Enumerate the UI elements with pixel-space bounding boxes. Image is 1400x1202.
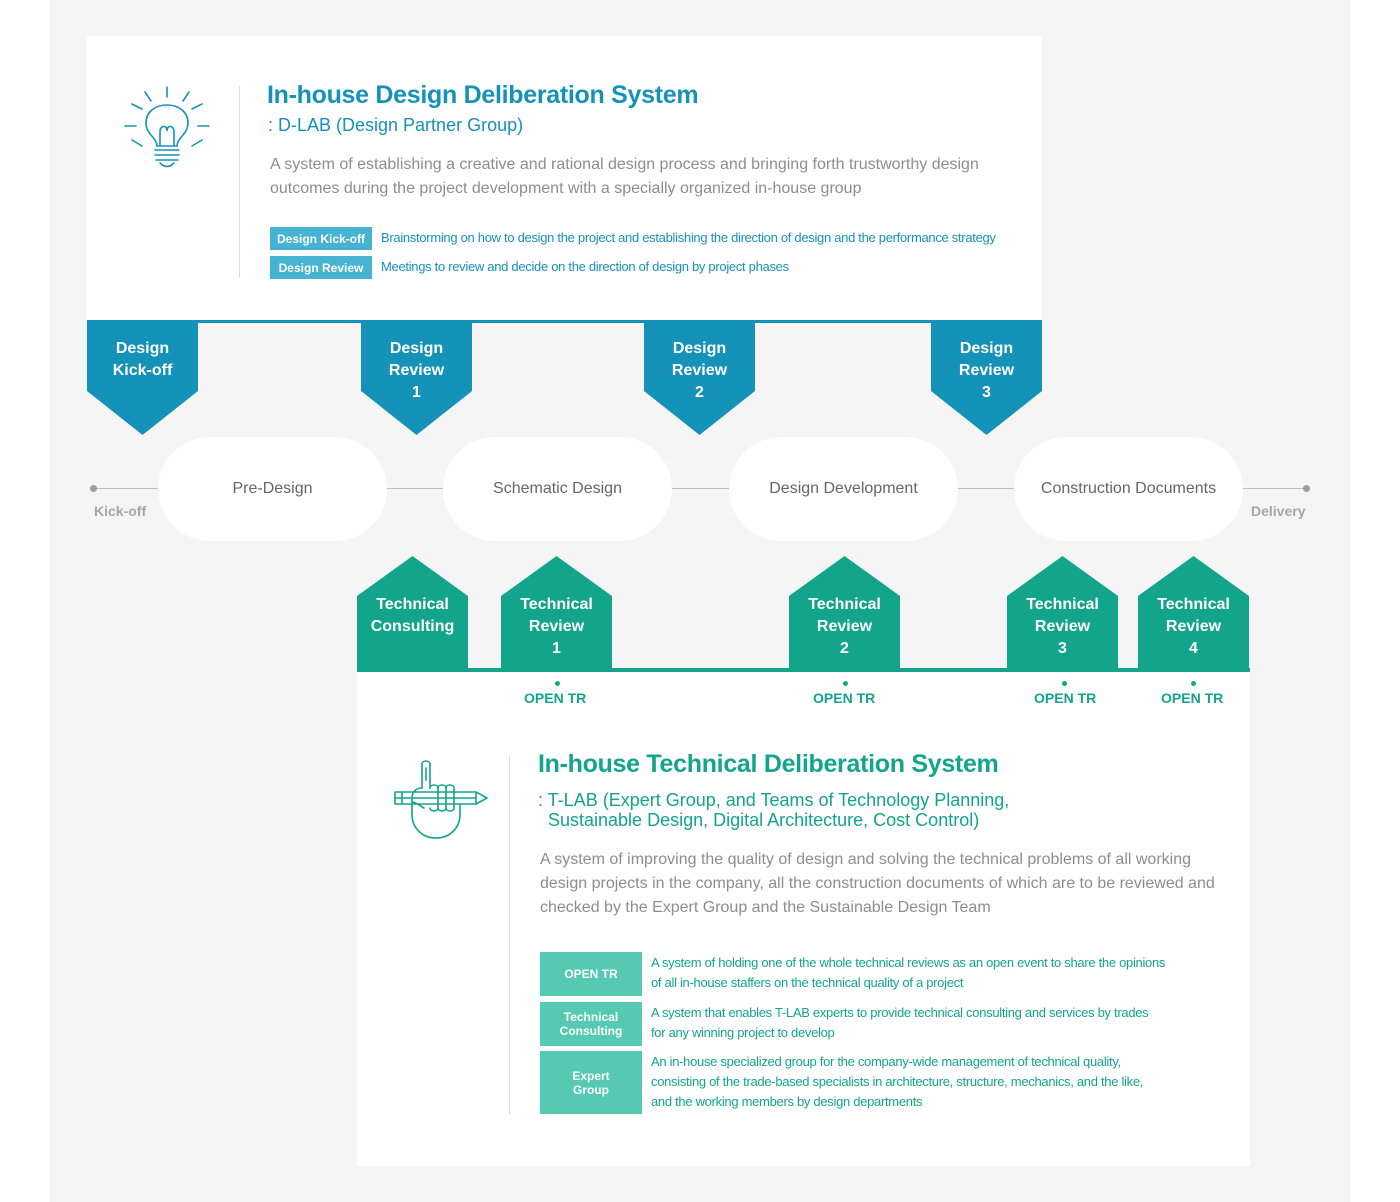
milestone-technical-review-2: Technical Review 2: [789, 556, 900, 672]
technical-system-subtitle: : T-LAB (Expert Group, and Teams of Tech…: [538, 790, 1010, 830]
open-tr-dot: [1062, 681, 1067, 686]
milestone-technical-review-4: Technical Review 4: [1138, 556, 1249, 672]
tag-technical-consulting-text: A system that enables T-LAB experts to p…: [651, 1005, 1149, 1040]
milestone-label: Design Kick-off: [112, 340, 173, 379]
milestone-design-kickoff: Design Kick-off: [87, 320, 198, 436]
design-system-title: In-house Design Deliberation System: [267, 81, 699, 109]
technical-system-title: In-house Technical Deliberation System: [538, 750, 999, 778]
design-system-description: A system of establishing a creative and …: [270, 156, 979, 197]
tag-open-tr: OPEN TR: [540, 952, 642, 996]
milestone-label: Technical Review 4: [1157, 596, 1230, 657]
technical-system-panel: [357, 672, 1250, 1166]
lightbulb-icon: [124, 86, 210, 168]
open-tr-label: OPEN TR: [1034, 690, 1097, 706]
open-tr-dot: [843, 681, 848, 686]
milestone-technical-review-3: Technical Review 3: [1007, 556, 1118, 672]
design-system-subtitle: : D-LAB (Design Partner Group): [268, 115, 524, 135]
open-tr-dot: [555, 681, 560, 686]
tag-open-tr-text: A system of holding one of the whole tec…: [651, 955, 1166, 990]
milestone-label: Design Review 3: [958, 340, 1015, 401]
tag-expert-group-text: An in-house specialized group for the co…: [651, 1054, 1144, 1109]
open-tr-dot: [1191, 681, 1196, 686]
open-tr-label: OPEN TR: [1161, 690, 1224, 706]
milestone-label: Technical Review 3: [1026, 596, 1099, 657]
phase-construction-documents: Construction Documents: [1014, 437, 1243, 541]
timeline-end-label: Delivery: [1251, 503, 1306, 519]
tag-expert-group: Expert Group: [540, 1051, 642, 1114]
milestone-technical-review-1: Technical Review 1: [501, 556, 612, 672]
tag-technical-consulting: Technical Consulting: [540, 1002, 642, 1046]
milestone-label: Technical Review 2: [808, 596, 881, 657]
milestone-label: Design Review 2: [671, 340, 728, 401]
timeline-start-label: Kick-off: [94, 503, 147, 519]
phase-pre-design: Pre-Design: [158, 437, 387, 541]
divider: [239, 86, 240, 278]
phase-schematic-design: Schematic Design: [443, 437, 672, 541]
tag-design-review-text: Meetings to review and decide on the dir…: [381, 259, 789, 274]
phase-design-development: Design Development: [729, 437, 958, 541]
design-system-panel: [87, 36, 1042, 320]
milestone-technical-consulting: Technical Consulting: [357, 556, 468, 672]
milestone-label: Technical Consulting: [370, 596, 455, 635]
milestone-label: Technical Review 1: [520, 596, 593, 657]
timeline-end-dot: [1303, 485, 1310, 492]
hand-pencil-icon: [394, 760, 488, 839]
tag-design-kickoff-text: Brainstorming on how to design the proje…: [381, 230, 996, 245]
technical-milestone-bar: [357, 668, 1250, 672]
timeline-start-dot: [90, 485, 97, 492]
milestone-design-review-1: Design Review 1: [361, 320, 472, 436]
tag-design-kickoff: Design Kick-off: [270, 227, 372, 250]
technical-system-description: A system of improving the quality of des…: [540, 851, 1215, 916]
milestone-design-review-2: Design Review 2: [644, 320, 755, 436]
open-tr-label: OPEN TR: [813, 690, 876, 706]
divider: [509, 756, 510, 1114]
tag-design-review: Design Review: [270, 256, 372, 279]
milestone-label: Design Review 1: [388, 340, 445, 401]
milestone-design-review-3: Design Review 3: [931, 320, 1042, 436]
timeline-line: [93, 488, 1306, 489]
open-tr-label: OPEN TR: [524, 690, 587, 706]
design-milestone-bar: [87, 320, 1042, 323]
